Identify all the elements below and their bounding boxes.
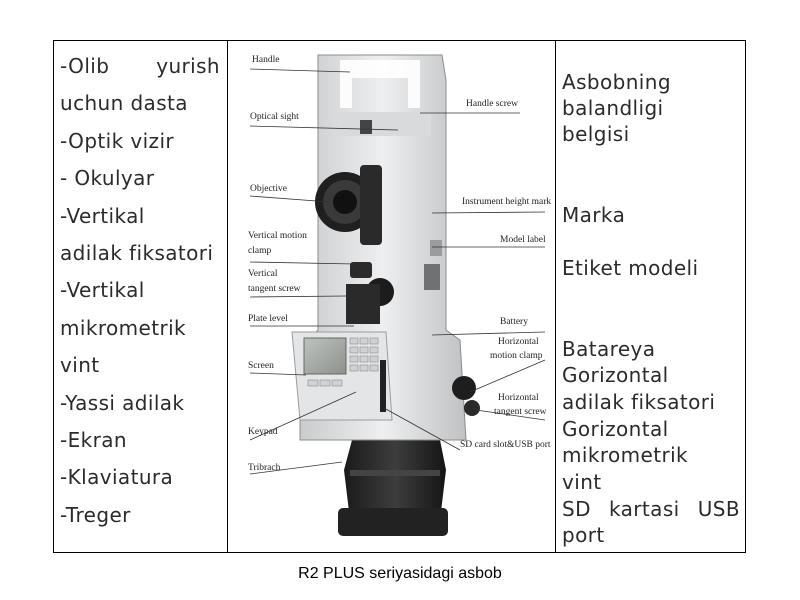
right-label-line: balandligi — [562, 96, 664, 120]
right-label-line: Batareya — [562, 337, 656, 361]
column-divider-right — [555, 40, 556, 553]
left-label-line: -Yassi adilak — [60, 390, 185, 415]
label-sd-usb-port: SD card slot&USB port — [460, 440, 551, 450]
label-tribrach: Tribrach — [248, 463, 281, 473]
side-panel — [424, 264, 440, 290]
column-divider-left — [227, 40, 228, 553]
label-instrument-height-mark: Instrument height mark — [462, 197, 551, 207]
total-station-illustration: Handle Optical sight Objective Vertical … — [248, 54, 551, 536]
figure-caption: R2 PLUS seriyasidagi asbob — [298, 565, 502, 582]
table-frame — [53, 40, 746, 553]
right-label-line: Gorizontal — [562, 417, 669, 441]
label-plate-level: Plate level — [248, 314, 288, 324]
screen-display — [303, 337, 347, 375]
objective-lens — [315, 165, 382, 245]
right-label-line: port — [562, 523, 605, 547]
right-label-line: vint — [562, 470, 602, 494]
label-horizontal-tangent-screw: Horizontal — [498, 393, 539, 403]
left-label-line: mikrometrik — [60, 315, 187, 340]
label-model-label: Model label — [500, 235, 546, 245]
left-label-line: vint — [60, 353, 100, 378]
label-vertical-motion-clamp-2: clamp — [248, 246, 271, 256]
left-label-line: -Treger — [60, 502, 131, 527]
label-horizontal-motion-clamp-2: motion clamp — [490, 351, 543, 361]
left-label-line: -Klaviatura — [60, 465, 174, 490]
label-handle-screw: Handle screw — [466, 99, 518, 109]
label-vertical-tangent-screw: Vertical — [248, 269, 278, 279]
right-label-line: Asbobning — [562, 70, 671, 94]
label-vertical-tangent-screw-2: tangent screw — [248, 284, 301, 294]
right-label-line: belgisi — [562, 122, 630, 146]
control-panel — [291, 331, 393, 421]
left-label-line: adilak fiksatori — [60, 241, 214, 266]
left-label-line: -Optik vizir — [60, 128, 175, 153]
vertical-knobs — [346, 262, 394, 324]
label-horizontal-motion-clamp: Horizontal — [498, 337, 539, 347]
right-label-line: Marka — [562, 203, 626, 227]
left-label-line: -Vertikal — [60, 203, 145, 228]
label-vertical-motion-clamp: Vertical motion — [248, 231, 307, 241]
label-battery: Battery — [500, 317, 528, 327]
left-label-line: -Ekran — [60, 428, 127, 453]
label-screen: Screen — [248, 361, 274, 371]
left-label-line: uchun dasta — [60, 91, 188, 116]
label-keypad: Keypad — [248, 427, 278, 437]
label-objective: Objective — [250, 184, 287, 194]
label-horizontal-tangent-screw-2: tangent screw — [494, 407, 547, 417]
label-handle: Handle — [252, 55, 279, 65]
label-optical-sight: Optical sight — [250, 112, 299, 122]
right-label-line: Gorizontal — [562, 363, 669, 387]
horizontal-knob — [452, 376, 480, 416]
right-label-line: adilak fiksatori — [562, 390, 716, 414]
leader-lines — [249, 68, 546, 475]
model-label-plate — [430, 240, 442, 256]
tribrach-shape — [338, 440, 448, 536]
right-label-line: mikrometrik — [562, 443, 689, 467]
right-label-line: Etiket modeli — [562, 256, 699, 280]
sd-slot — [380, 360, 386, 412]
left-label-line: -Vertikal — [60, 278, 145, 303]
left-label-line: - Okulyar — [60, 166, 155, 191]
keypad-keys — [307, 337, 379, 387]
